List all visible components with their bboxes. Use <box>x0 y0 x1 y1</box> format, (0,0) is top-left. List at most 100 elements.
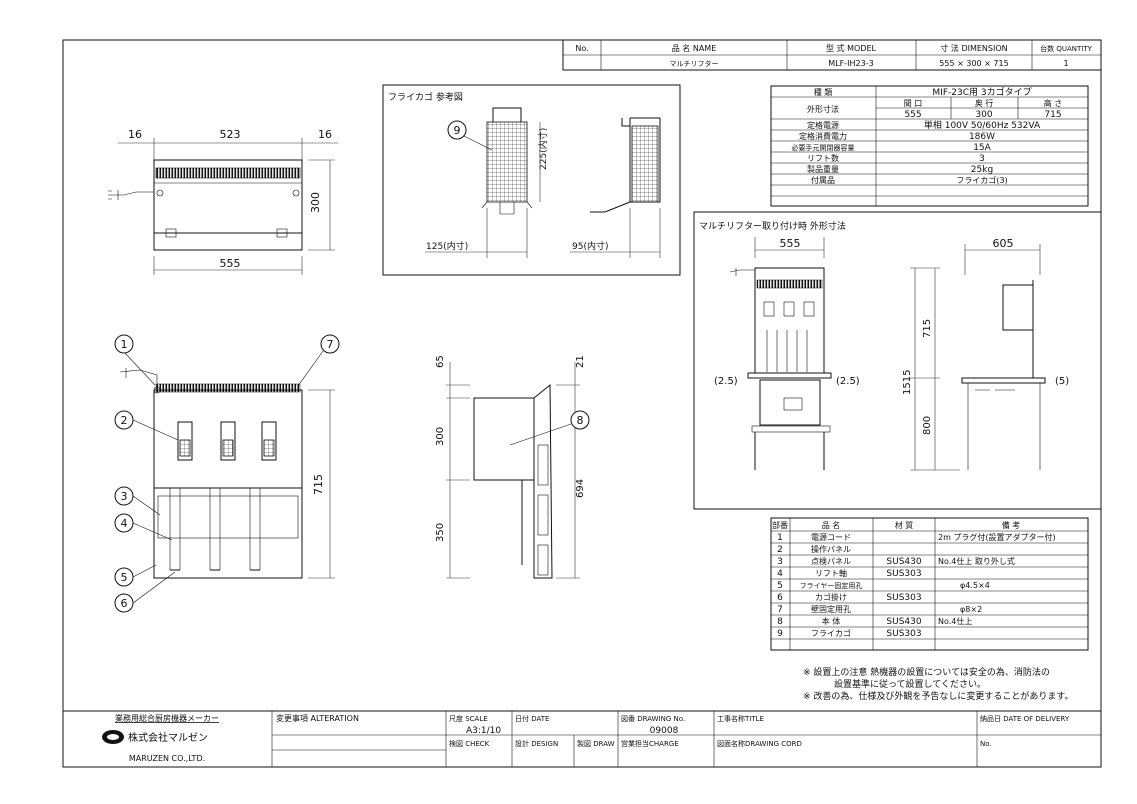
parts-row-1-name: 電源コード <box>811 533 851 542</box>
parts-row-7-name: 壁固定用孔 <box>811 604 851 614</box>
dim-front-715: 715 <box>312 474 325 495</box>
spec-label-weight: 製品重量 <box>807 164 839 174</box>
delivery-label: 納品日 DATE OF DELIVERY <box>980 714 1070 723</box>
parts-row-3-no: 3 <box>777 557 783 567</box>
spec-value-power: 単相 100V 50/60Hz 532VA <box>924 119 1041 131</box>
spec-size-header-width: 間 口 <box>904 99 923 108</box>
scale-label: 尺度 SCALE <box>449 714 488 723</box>
mount-dim-715: 715 <box>922 319 933 338</box>
control-panel-3 <box>261 421 277 461</box>
check-label: 検図 CHECK <box>449 739 490 748</box>
callouts: 1 2 3 4 5 6 7 8 9 <box>114 120 590 613</box>
parts-header-name: 品 名 <box>822 520 841 530</box>
title-block: No. 品 名 NAME マルチリフター 型 式 MODEL MLF-IH23-… <box>562 39 1102 71</box>
parts-row-6-material: SUS303 <box>886 593 921 603</box>
power-cord-icon <box>108 190 154 200</box>
spec-label-accessory: 付属品 <box>811 175 835 185</box>
parts-row-9-no: 9 <box>777 629 783 639</box>
parts-table: 部番 品 名 材 質 備 考 1 電源コード 2m プラグ付(設置アダプター付)… <box>770 517 1089 651</box>
date-label: 日付 DATE <box>515 714 549 723</box>
dim-side-65: 65 <box>435 355 446 368</box>
spec-value-type: MIF-23C用 3カゴタイプ <box>932 86 1031 98</box>
parts-row-8-no: 8 <box>777 617 783 627</box>
drawing-no-label: 図番 DRAWING No. <box>621 715 685 723</box>
spec-size-header-depth: 奥 行 <box>975 98 994 108</box>
spec-size-height: 715 <box>1044 110 1061 120</box>
dim-top-16-left: 16 <box>128 128 142 141</box>
basket-reference: フライカゴ 参考図 225(内寸) 125(内寸) 95(内寸) <box>382 84 681 276</box>
dim-side-694: 694 <box>575 479 586 498</box>
basket-dim-depth: 95(内寸) <box>572 240 608 252</box>
callout-8: 8 <box>577 414 584 427</box>
maruzen-logo-icon <box>102 730 124 744</box>
company-name: 株式会社マルゼン <box>128 731 208 744</box>
charge-label: 営業担当CHARGE <box>621 739 679 748</box>
no-label: No. <box>575 44 588 53</box>
sheet-border <box>62 39 1102 768</box>
basket-dim-height: 225(内寸) <box>537 128 549 170</box>
parts-row-9-name: フライカゴ <box>811 628 851 638</box>
parts-row-3-remarks: No.4仕上 取り外し式 <box>938 556 1015 566</box>
dimension-label: 寸 法 DIMENSION <box>940 43 1007 53</box>
callout-7: 7 <box>327 338 334 351</box>
mount-dim-5: (5) <box>1055 376 1069 387</box>
dimension-value: 555 × 300 × 715 <box>939 59 1008 68</box>
parts-row-7-no: 7 <box>777 605 783 615</box>
spec-label-power: 定格電源 <box>807 120 839 130</box>
mount-dim-605: 605 <box>993 237 1014 250</box>
dim-top-523: 523 <box>220 128 241 141</box>
parts-row-1-remarks: 2m プラグ付(設置アダプター付) <box>938 532 1056 542</box>
footer-block: 業務用総合厨房機器メーカー 株式会社マルゼン MARUZEN CO.,LTD. … <box>63 710 1101 767</box>
parts-row-8-name: 本 体 <box>822 616 841 626</box>
parts-row-5-name: フライヤー固定用孔 <box>800 581 863 590</box>
quantity-label: 台数 QUANTITY <box>1040 44 1092 53</box>
basket-dim-width: 125(内寸) <box>426 240 468 252</box>
mount-dim-gap-right: (2.5) <box>836 376 860 387</box>
drawing-cord-label: 図面名称DRAWING CORD <box>717 739 802 748</box>
top-view: 16 523 16 300 555 <box>108 128 338 275</box>
note-line-3: ※ 改善の為、仕様及び外観を予告なしに変更することがあります。 <box>803 690 1074 702</box>
parts-row-6-name: カゴ掛け <box>815 592 847 602</box>
parts-row-9-material: SUS303 <box>886 629 921 639</box>
alteration-label: 変更事項 ALTERATION <box>276 713 359 723</box>
design-label: 設計 DESIGN <box>515 739 558 748</box>
spec-label-size: 外形寸法 <box>807 104 839 114</box>
side-view: 65 300 350 21 694 <box>435 355 586 579</box>
parts-row-5-remarks: φ4.5×4 <box>960 581 990 590</box>
dim-side-300: 300 <box>435 427 446 446</box>
mount-dim-800: 800 <box>922 416 933 435</box>
parts-row-2-name: 操作パネル <box>811 544 851 554</box>
power-cord-front <box>119 368 158 387</box>
dim-top-555: 555 <box>220 257 241 270</box>
spec-size-width: 555 <box>904 110 921 120</box>
scale-value: A3:1/10 <box>466 726 501 736</box>
model-label: 型 式 MODEL <box>826 43 876 53</box>
parts-row-4-material: SUS303 <box>886 569 921 579</box>
dim-top-16-right: 16 <box>318 128 332 141</box>
maker-caption: 業務用総合厨房機器メーカー <box>115 713 219 723</box>
control-panel-2 <box>220 421 236 461</box>
model-value: MLF-IH23-3 <box>828 59 873 68</box>
parts-row-1-no: 1 <box>777 533 783 543</box>
dim-side-21: 21 <box>575 355 586 368</box>
parts-row-8-material: SUS430 <box>886 617 921 627</box>
front-view: 715 <box>119 368 335 579</box>
title-label: 工事名称TITLE <box>717 714 764 723</box>
parts-row-5-no: 5 <box>777 581 783 591</box>
spec-table: 種 類 MIF-23C用 3カゴタイプ 外形寸法 間 口 奥 行 高 さ 555… <box>770 85 1089 207</box>
mount-view: マルチリフター取り付け時 外形寸法 555 (2.5) (2.5) 605 <box>693 211 1102 510</box>
company-romaji: MARUZEN CO.,LTD. <box>129 754 205 763</box>
mount-dim-1515: 1515 <box>902 370 913 395</box>
spec-value-lifts: 3 <box>979 154 985 164</box>
parts-header-material: 材 質 <box>895 520 914 530</box>
parts-row-3-name: 点検パネル <box>811 556 851 566</box>
parts-row-4-no: 4 <box>777 569 783 579</box>
spec-value-accessory: フライカゴ(3) <box>956 175 1007 185</box>
quantity-value: 1 <box>1063 59 1068 68</box>
spec-value-consumption: 186W <box>969 132 995 142</box>
callout-6: 6 <box>121 597 128 610</box>
spec-label-lifts: リフト数 <box>807 153 839 163</box>
parts-row-8-remarks: No.4仕上 <box>938 616 972 626</box>
name-label: 品 名 NAME <box>672 43 717 53</box>
spec-value-weight: 25kg <box>971 165 993 175</box>
